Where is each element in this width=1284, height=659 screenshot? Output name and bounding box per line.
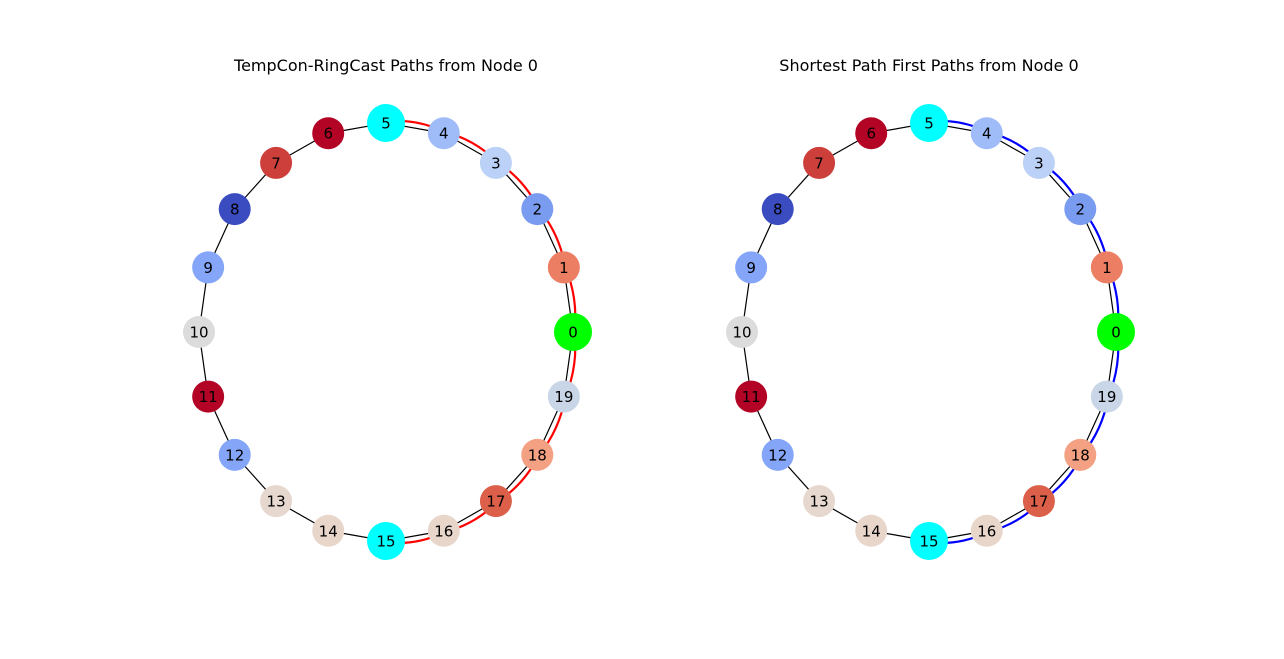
right-node-label-9: 9	[746, 259, 756, 277]
left-node-label-4: 4	[439, 125, 449, 143]
left-node-4	[427, 117, 460, 150]
left-node-10	[183, 316, 215, 348]
right-node-label-15: 15	[919, 533, 938, 551]
left-node-2	[521, 193, 554, 226]
left-node-label-3: 3	[491, 154, 501, 172]
left-node-label-19: 19	[554, 388, 573, 406]
right-node-label-17: 17	[1029, 493, 1048, 511]
right-node-1	[1090, 251, 1123, 284]
right-node-9	[735, 251, 768, 284]
left-node-17	[479, 485, 512, 518]
left-node-label-16: 16	[434, 522, 453, 540]
left-node-label-13: 13	[267, 493, 286, 511]
right-node-label-7: 7	[814, 154, 824, 172]
right-node-12	[761, 438, 794, 471]
left-node-13	[260, 485, 293, 518]
left-node-label-5: 5	[381, 115, 391, 133]
left-node-16	[427, 514, 460, 547]
left-node-8	[218, 193, 251, 226]
left-node-label-14: 14	[319, 522, 338, 540]
right-node-label-0: 0	[1111, 324, 1121, 342]
right-node-2	[1064, 193, 1097, 226]
left-node-9	[192, 251, 225, 284]
right-node-label-4: 4	[982, 125, 992, 143]
right-node-label-2: 2	[1076, 201, 1086, 219]
right-node-11	[735, 380, 768, 413]
left-node-11	[192, 380, 225, 413]
left-node-label-6: 6	[323, 125, 333, 143]
left-node-label-18: 18	[528, 446, 547, 464]
right-node-label-10: 10	[732, 324, 751, 342]
left-node-19	[547, 380, 580, 413]
right-node-8	[761, 193, 794, 226]
right-node-18	[1064, 438, 1097, 471]
right-node-0	[1097, 313, 1135, 351]
left-node-label-10: 10	[189, 324, 208, 342]
right-node-label-6: 6	[866, 125, 876, 143]
left-node-label-17: 17	[486, 493, 505, 511]
right-node-label-12: 12	[768, 446, 787, 464]
right-node-7	[803, 146, 836, 179]
right-node-label-8: 8	[773, 201, 783, 219]
right-node-label-18: 18	[1071, 446, 1090, 464]
right-node-label-11: 11	[742, 388, 761, 406]
right-node-15	[910, 522, 948, 560]
right-node-label-13: 13	[810, 493, 829, 511]
left-node-3	[479, 146, 512, 179]
right-node-label-1: 1	[1102, 259, 1112, 277]
right-node-4	[970, 117, 1003, 150]
right-node-label-5: 5	[924, 115, 934, 133]
left-node-7	[260, 146, 293, 179]
right-node-3	[1022, 146, 1055, 179]
left-node-label-9: 9	[203, 259, 213, 277]
right-node-16	[970, 514, 1003, 547]
left-node-label-11: 11	[199, 388, 218, 406]
left-node-6	[312, 117, 345, 150]
left-node-label-0: 0	[568, 324, 578, 342]
left-node-label-2: 2	[533, 201, 543, 219]
left-node-15	[367, 522, 405, 560]
left-node-12	[218, 438, 251, 471]
left-node-14	[312, 514, 345, 547]
right-node-14	[855, 514, 888, 547]
right-node-label-19: 19	[1097, 388, 1116, 406]
left-node-label-12: 12	[225, 446, 244, 464]
left-node-0	[554, 313, 592, 351]
left-node-label-1: 1	[559, 259, 569, 277]
right-node-10	[726, 316, 758, 348]
left-node-1	[547, 251, 580, 284]
left-panel: TempCon-RingCast Paths from Node 0 01234…	[183, 56, 592, 560]
right-node-5	[910, 104, 948, 142]
right-node-6	[855, 117, 888, 150]
left-node-label-7: 7	[271, 154, 281, 172]
left-node-5	[367, 104, 405, 142]
left-node-18	[521, 438, 554, 471]
left-node-label-15: 15	[376, 533, 395, 551]
right-node-13	[803, 485, 836, 518]
right-node-label-16: 16	[977, 522, 996, 540]
right-node-19	[1090, 380, 1123, 413]
left-panel-title: TempCon-RingCast Paths from Node 0	[233, 56, 538, 75]
right-panel-title: Shortest Path First Paths from Node 0	[779, 56, 1078, 75]
right-node-label-14: 14	[862, 522, 881, 540]
right-node-label-3: 3	[1034, 154, 1044, 172]
right-panel: Shortest Path First Paths from Node 0 0 1…	[726, 56, 1135, 560]
right-node-17	[1022, 485, 1055, 518]
left-node-label-8: 8	[230, 201, 240, 219]
